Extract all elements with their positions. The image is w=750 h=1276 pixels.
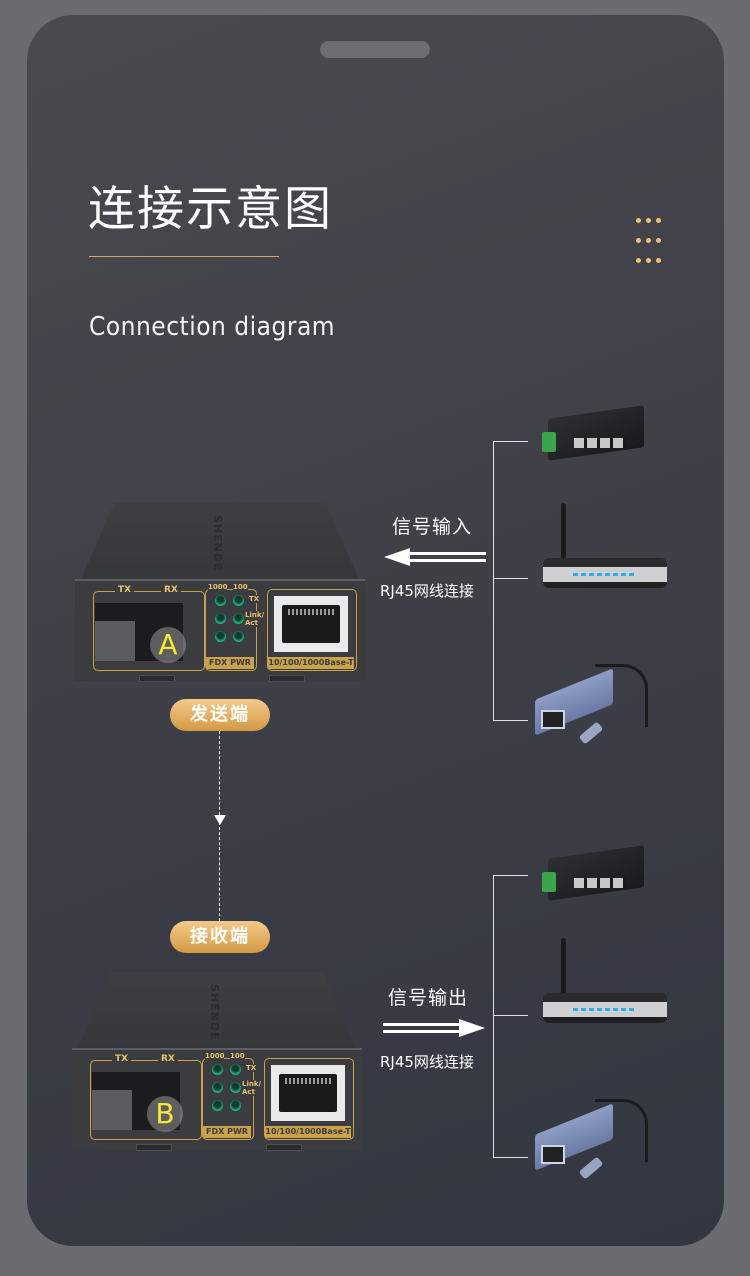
fiber-port-frame (90, 1060, 202, 1140)
connection-bracket (493, 441, 494, 721)
sender-badge: 发送端 (170, 699, 270, 731)
led-indicator (212, 1064, 223, 1075)
receiver-badge: 接收端 (170, 921, 270, 953)
media-converter-b: SHENDE TX RX B 1000 100 TX Link/Act FDX … (72, 972, 362, 1152)
link-text: Link/ (245, 611, 265, 619)
led-indicator (215, 595, 226, 606)
led-panel-frame (202, 1058, 254, 1140)
led-tx-label: TX (249, 595, 260, 603)
led-indicator (230, 1100, 241, 1111)
bracket-branch (493, 1157, 528, 1158)
signal-output-subtitle: RJ45网线连接 (380, 1053, 474, 1071)
led-indicator (233, 613, 244, 624)
signal-output-title: 信号输出 (388, 987, 469, 1009)
led-100-label: 100 (230, 1052, 245, 1060)
wifi-router-icon (543, 503, 668, 598)
device-letter-badge: A (150, 627, 186, 663)
title-underline (89, 256, 279, 257)
led-indicator (230, 1064, 241, 1075)
fiber-port-frame (93, 591, 205, 671)
usb-ethernet-adapter-icon (535, 662, 655, 752)
connection-bracket (493, 875, 494, 1157)
arrow-left-icon (384, 548, 486, 566)
bracket-branch (493, 720, 528, 721)
act-text: Act (242, 1088, 255, 1096)
led-indicator (215, 631, 226, 642)
device-front-panel: TX RX A 1000 100 TX Link/Act FDX PWR 10/… (75, 579, 365, 681)
rj45-port (274, 596, 348, 652)
led-indicator (233, 631, 244, 642)
device-top-cover (81, 503, 359, 579)
fiber-connector-cap (92, 1090, 132, 1130)
led-panel-frame (205, 589, 257, 671)
fiber-rx-label: RX (161, 585, 181, 595)
bracket-branch (493, 578, 528, 579)
link-text: Link/ (242, 1080, 262, 1088)
rj45-port-frame (267, 589, 357, 671)
connection-dashed-line (219, 731, 220, 921)
device-foot (269, 675, 305, 682)
signal-input-title: 信号输入 (392, 516, 473, 538)
device-top-cover (78, 972, 356, 1048)
led-link-label: Link/Act (242, 1080, 262, 1096)
page-title: 连接示意图 (88, 182, 333, 237)
led-tx-label: TX (246, 1064, 257, 1072)
device-letter-badge: B (147, 1096, 183, 1132)
led-1000-label: 1000 (205, 1052, 225, 1060)
media-converter-a: SHENDE TX RX A 1000 100 TX Link/Act FDX … (75, 503, 365, 683)
fiber-tx-label: TX (115, 585, 135, 595)
fiber-tx-label: TX (112, 1054, 132, 1064)
signal-input-subtitle: RJ45网线连接 (380, 582, 474, 600)
fdx-pwr-label: FDX PWR (206, 657, 254, 669)
device-front-panel: TX RX B 1000 100 TX Link/Act FDX PWR 10/… (72, 1048, 362, 1150)
bracket-branch (493, 441, 528, 442)
rj45-port (271, 1065, 345, 1121)
rj45-port-label: 10/100/1000Base-T (265, 1126, 351, 1138)
arrow-down-icon (214, 815, 226, 825)
bracket-branch (493, 875, 528, 876)
led-link-label: Link/Act (245, 611, 265, 627)
led-indicator (212, 1100, 223, 1111)
led-1000-label: 1000 (208, 583, 228, 591)
led-indicator (233, 595, 244, 606)
bracket-branch (493, 1015, 528, 1016)
fdx-pwr-label: FDX PWR (203, 1126, 251, 1138)
act-text: Act (245, 619, 258, 627)
dots-grid-icon (636, 218, 666, 268)
page-subtitle: Connection diagram (89, 312, 336, 342)
rj45-port-frame (264, 1058, 354, 1140)
led-indicator (212, 1082, 223, 1093)
wifi-router-icon (543, 938, 668, 1033)
led-indicator (230, 1082, 241, 1093)
industrial-switch-icon (540, 405, 650, 468)
industrial-switch-icon (540, 845, 650, 908)
top-notch (320, 41, 430, 58)
led-indicator (215, 613, 226, 624)
device-foot (266, 1144, 302, 1151)
arrow-right-icon (383, 1019, 485, 1037)
fiber-connector-cap (95, 621, 135, 661)
fiber-rx-label: RX (158, 1054, 178, 1064)
led-100-label: 100 (233, 583, 248, 591)
rj45-port-label: 10/100/1000Base-T (268, 657, 354, 669)
brand-mark: SHENDE (211, 515, 224, 572)
device-foot (139, 675, 175, 682)
usb-ethernet-adapter-icon (535, 1097, 655, 1187)
device-foot (136, 1144, 172, 1151)
brand-mark: SHENDE (208, 984, 221, 1041)
